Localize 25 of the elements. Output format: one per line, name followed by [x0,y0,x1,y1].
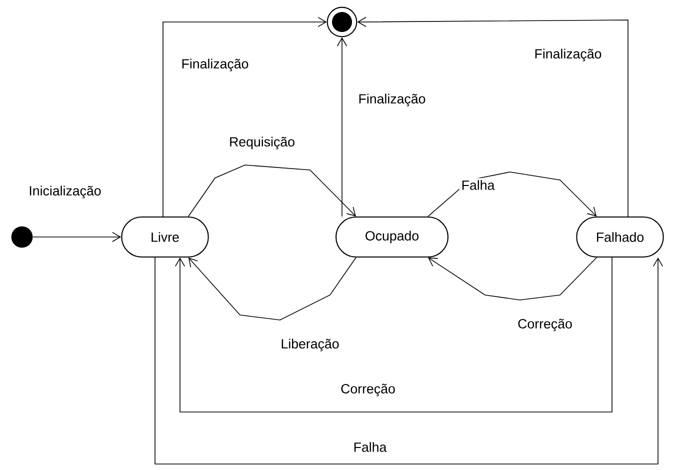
edge-label: Falha [459,178,497,192]
transition-arrow [174,257,612,412]
edge-label: Inicialização [26,184,104,200]
transition-arrow [428,257,598,300]
transition-arrow [357,16,628,217]
transition-arrow [32,232,122,242]
edge-label: Finalização [179,56,251,74]
transition-arrow [154,257,664,464]
edge-label: Requisição [227,134,297,152]
initial-dot [11,226,33,248]
edge-label: Finalização [532,46,604,64]
state-box: Livre [121,216,209,258]
transition-arrow [428,172,597,217]
final-state [326,6,358,38]
transition-arrow [336,37,348,217]
transition-arrow [188,164,356,217]
transition-arrow [162,16,327,217]
state-box: Ocupado [335,216,449,258]
edge-label: Correção [338,382,398,398]
edge-label: Falha [351,440,389,454]
transition-arrow [188,257,356,320]
edge-label: Finalização [356,92,428,108]
state-box: Falhado [576,216,664,258]
edge-label: Liberação [278,336,342,354]
edge-label: Correção [516,316,574,334]
